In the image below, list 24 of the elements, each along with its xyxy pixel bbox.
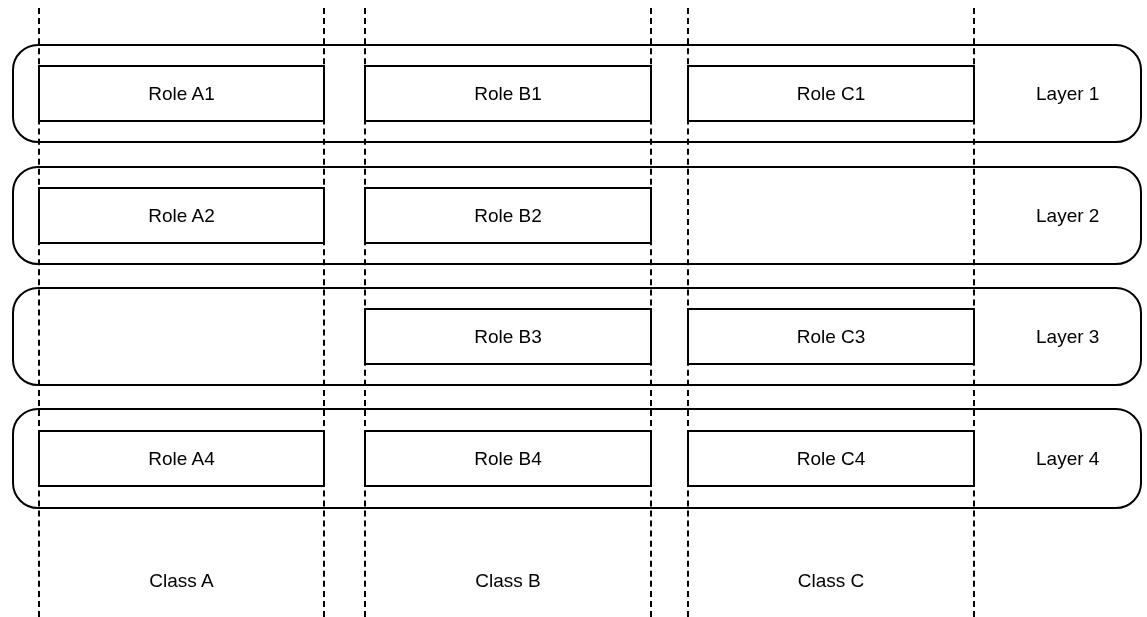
- column-label: Class A: [148, 570, 215, 592]
- layer-label: Layer 3: [1036, 325, 1100, 348]
- column-label: Class C: [796, 570, 866, 592]
- role-box: Role C1: [687, 65, 975, 122]
- layer-band: [12, 287, 1142, 386]
- layer-band: [12, 44, 1142, 143]
- role-box: Role B1: [364, 65, 652, 122]
- role-box: Role A2: [38, 187, 325, 244]
- column-band: [687, 8, 975, 617]
- column-label: Class B: [474, 570, 542, 592]
- layer-label: Layer 1: [1036, 82, 1100, 105]
- layer-band: [12, 408, 1142, 509]
- layer-band: [12, 166, 1142, 265]
- role-box: Role B4: [364, 430, 652, 487]
- role-box: Role C4: [687, 430, 975, 487]
- role-box: Role A4: [38, 430, 325, 487]
- role-box: Role B2: [364, 187, 652, 244]
- role-box: Role C3: [687, 308, 975, 365]
- column-band: [364, 8, 652, 617]
- layer-label: Layer 4: [1036, 447, 1100, 470]
- role-box: Role B3: [364, 308, 652, 365]
- layer-label: Layer 2: [1036, 204, 1100, 227]
- column-band: [38, 8, 325, 617]
- role-box: Role A1: [38, 65, 325, 122]
